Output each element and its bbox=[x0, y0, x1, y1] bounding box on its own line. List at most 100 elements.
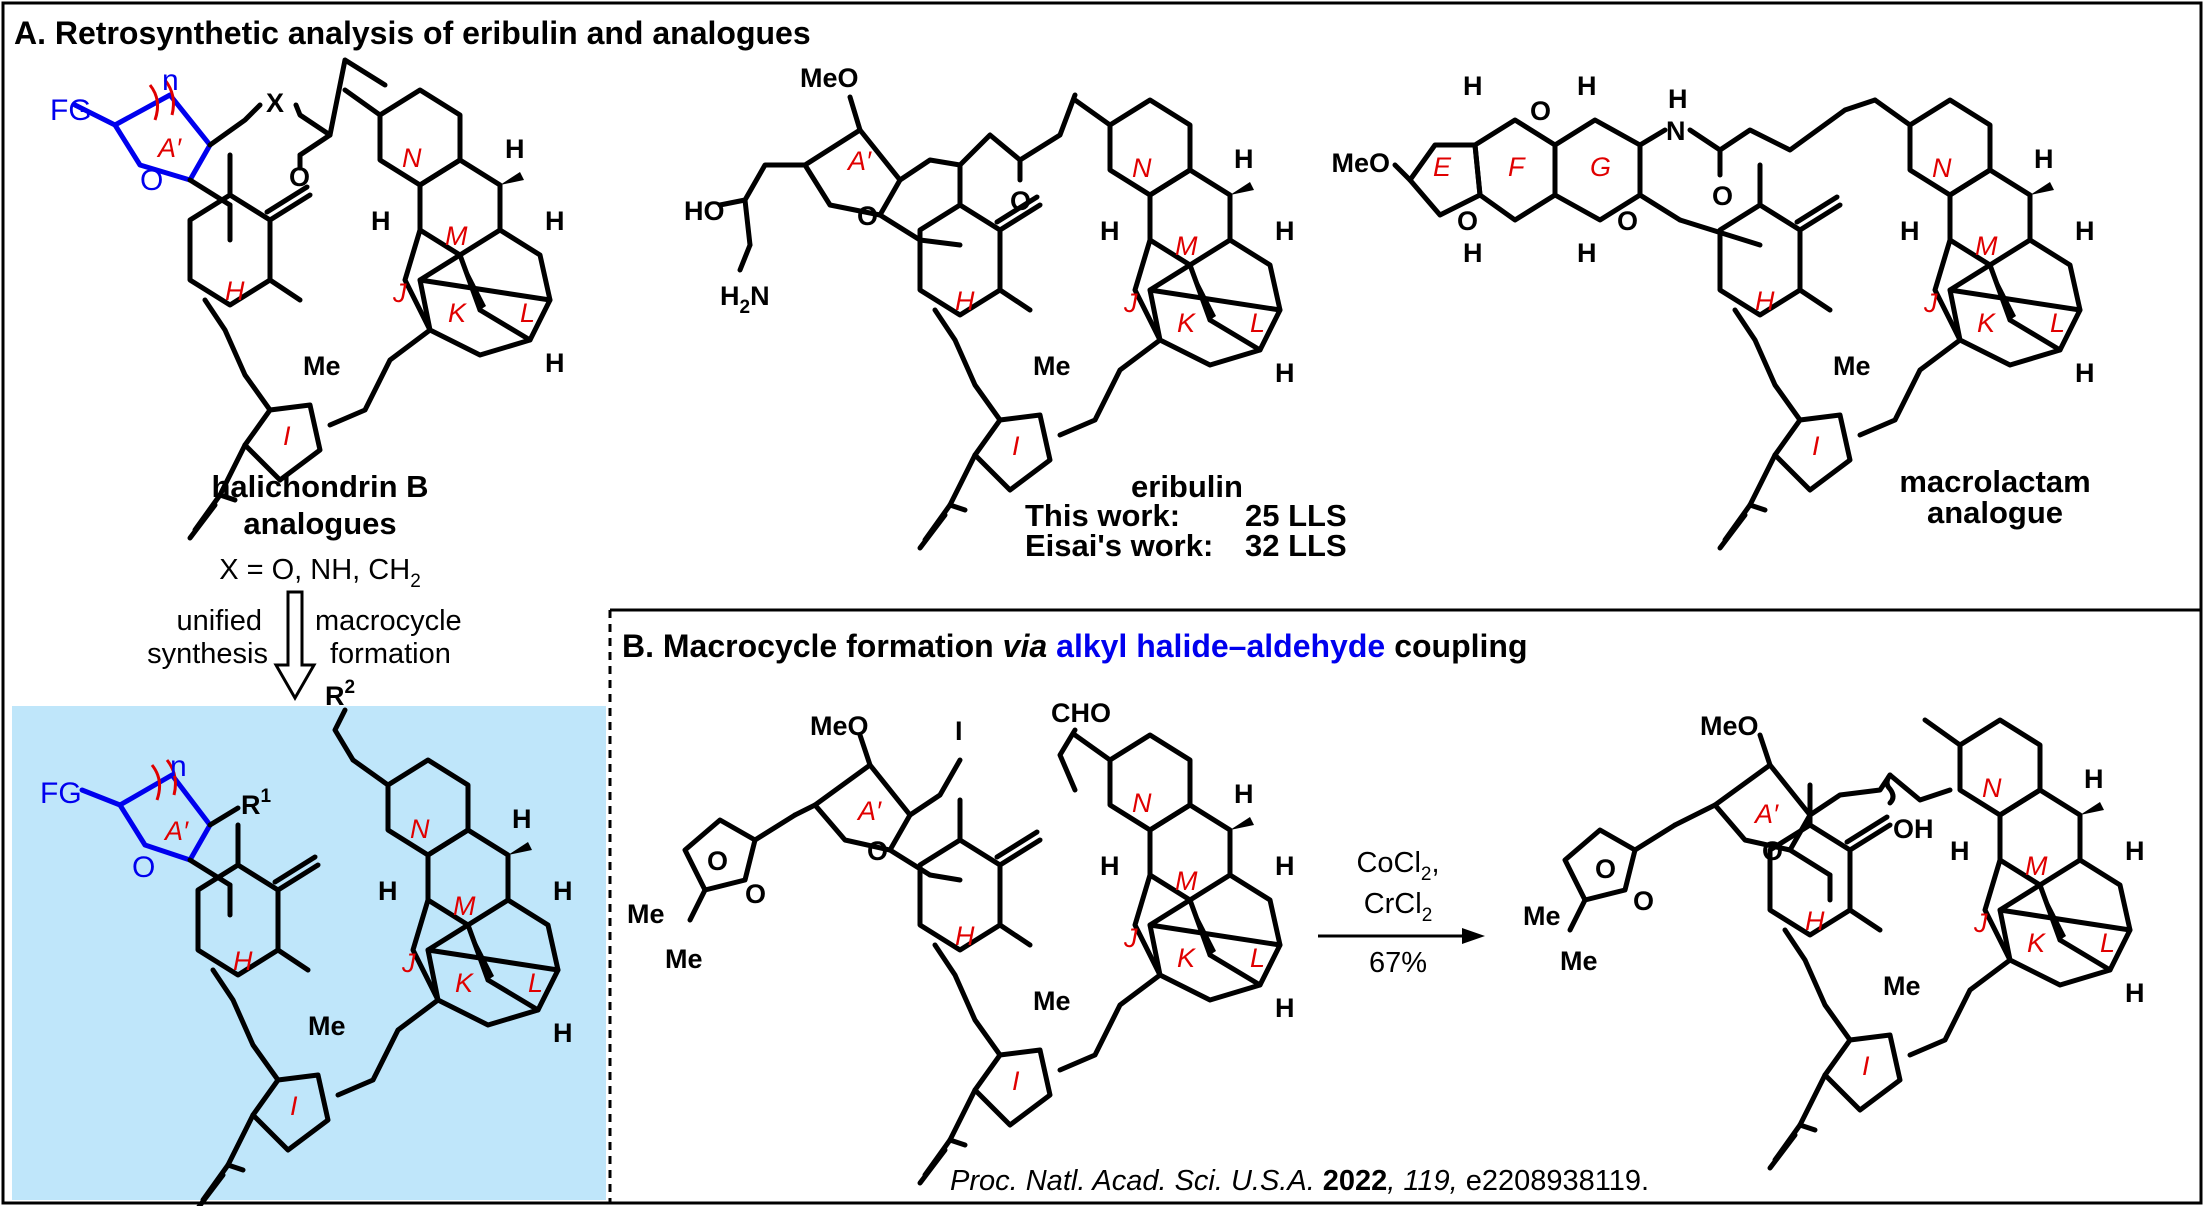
hb-h-3: H bbox=[545, 206, 565, 236]
panel-b-heading-via: via bbox=[1003, 628, 1047, 664]
int-h-2: H bbox=[378, 876, 398, 906]
eri-h-4: H bbox=[1275, 358, 1295, 388]
int-r2: R2 bbox=[325, 677, 355, 711]
hb-ring-o: O bbox=[140, 164, 163, 197]
panel-b-heading-2: coupling bbox=[1394, 628, 1527, 664]
citation: Proc. Natl. Acad. Sci. U.S.A.2022, 119,e… bbox=[950, 1165, 1649, 1197]
mac-ring-l: L bbox=[2050, 308, 2065, 338]
hb-ring-l: L bbox=[520, 298, 535, 328]
pr-ring-h: H bbox=[1805, 906, 1825, 936]
eri-h-1: H bbox=[1234, 144, 1254, 174]
mac-ring-n: N bbox=[1932, 153, 1952, 183]
eri-ring-h: H bbox=[955, 286, 975, 316]
pr-ring-n: N bbox=[1982, 773, 2002, 803]
pr-me-2: Me bbox=[1560, 946, 1598, 976]
int-h-3: H bbox=[553, 876, 573, 906]
pr-ring-i: I bbox=[1862, 1051, 1870, 1081]
int-ring-m: M bbox=[453, 891, 476, 921]
hb-x-definition: X = O, NH, CH2 bbox=[219, 554, 421, 592]
hb-ring-m: M bbox=[445, 221, 468, 251]
sm-dioxolane-o2: O bbox=[745, 879, 766, 909]
sm-ring-j: J bbox=[1123, 923, 1138, 953]
hb-h-4: H bbox=[545, 348, 565, 378]
hb-ring-n: N bbox=[402, 143, 422, 173]
int-ring-j: J bbox=[401, 948, 416, 978]
sm-h-4: H bbox=[1275, 993, 1295, 1023]
pr-ring-k: K bbox=[2027, 928, 2046, 958]
hb-ring-a: A′ bbox=[156, 133, 182, 163]
eri-ho: HO bbox=[684, 196, 725, 226]
mac-me: Me bbox=[1833, 351, 1871, 381]
hb-caption-1: halichondrin B bbox=[212, 469, 429, 504]
mac-o-1: O bbox=[1457, 206, 1478, 236]
sm-me-2: Me bbox=[665, 944, 703, 974]
citation-year: 2022 bbox=[1323, 1165, 1388, 1197]
mac-h-e1: H bbox=[1463, 71, 1483, 101]
mac-nh-h: H bbox=[1668, 84, 1688, 114]
sm-me: Me bbox=[1033, 986, 1071, 1016]
reaction-yield: 67% bbox=[1369, 947, 1427, 979]
citation-journal: Proc. Natl. Acad. Sci. U.S.A. bbox=[950, 1165, 1315, 1197]
eri-this-work-label: This work: bbox=[1025, 498, 1180, 533]
mac-ring-e: E bbox=[1433, 152, 1452, 182]
mac-ring-g: G bbox=[1590, 152, 1611, 182]
sm-ring-h: H bbox=[955, 921, 975, 951]
pr-ring-j: J bbox=[1973, 908, 1988, 938]
eri-caption: eribulin bbox=[1131, 469, 1243, 504]
mac-ring-f: F bbox=[1508, 152, 1526, 182]
hb-n-label: n bbox=[162, 64, 179, 97]
eri-eisai-label: Eisai's work: bbox=[1025, 528, 1213, 563]
reagent-crcl2: CrCl2 bbox=[1364, 888, 1433, 926]
sm-ring-n: N bbox=[1132, 788, 1152, 818]
sm-cho: CHO bbox=[1051, 698, 1111, 728]
panel-a-heading: A. Retrosynthetic analysis of eribulin a… bbox=[14, 15, 811, 51]
sm-ring-m: M bbox=[1175, 866, 1198, 896]
pr-dioxolane-o2: O bbox=[1633, 886, 1654, 916]
pr-ring-o: O bbox=[1762, 836, 1783, 866]
int-r1: R1 bbox=[241, 786, 272, 820]
panel-b-heading-1: B. Macrocycle formation bbox=[622, 628, 994, 664]
sm-iodide: I bbox=[955, 716, 963, 746]
sm-ring-o: O bbox=[867, 836, 888, 866]
arrow-left-label-2: synthesis bbox=[147, 638, 268, 670]
eri-ring-l: L bbox=[1250, 308, 1265, 338]
hb-fg-label: FG bbox=[50, 94, 92, 127]
mac-h-3: H bbox=[2075, 216, 2095, 246]
pr-dioxolane-o1: O bbox=[1595, 854, 1616, 884]
arrow-right-label-1: macrocycle bbox=[315, 605, 462, 637]
reaction-arrow bbox=[1318, 928, 1485, 944]
sm-ring-l: L bbox=[1250, 943, 1265, 973]
pr-meo: MeO bbox=[1700, 711, 1759, 741]
mac-ring-j: J bbox=[1923, 288, 1938, 318]
eri-meo: MeO bbox=[800, 63, 859, 93]
arrow-right-label-2: formation bbox=[330, 638, 451, 670]
mac-h-2: H bbox=[1900, 216, 1920, 246]
hb-h-1: H bbox=[505, 134, 525, 164]
mac-ring-i: I bbox=[1812, 431, 1820, 461]
sm-h-1: H bbox=[1234, 779, 1254, 809]
intermediate-structure: FG n A′ O R1 R2 N M J K L H I H H H H Me bbox=[40, 677, 573, 1206]
mac-h-e4: H bbox=[1577, 238, 1597, 268]
eri-this-work-value: 25 LLS bbox=[1245, 498, 1347, 533]
sm-ring-i: I bbox=[1012, 1066, 1020, 1096]
eri-h2n: H2N bbox=[720, 281, 770, 318]
eri-ring-n: N bbox=[1132, 153, 1152, 183]
starting-material-structure: MeO I CHO Me Me O O A′ O N M J K L H I H… bbox=[627, 698, 1295, 1183]
citation-article: e2208938119. bbox=[1466, 1165, 1649, 1197]
mac-carbonyl-o: O bbox=[1712, 181, 1733, 211]
eri-h-2: H bbox=[1100, 216, 1120, 246]
pr-h-2: H bbox=[1950, 836, 1970, 866]
eri-ring-i: I bbox=[1012, 431, 1020, 461]
sm-me-1: Me bbox=[627, 899, 665, 929]
mac-caption-1: macrolactam bbox=[1899, 464, 2090, 499]
eri-ring-a: A′ bbox=[846, 146, 872, 176]
pr-h-1: H bbox=[2084, 764, 2104, 794]
pr-me-1: Me bbox=[1523, 901, 1561, 931]
pr-ring-l: L bbox=[2100, 928, 2115, 958]
hb-ring-h: H bbox=[225, 276, 245, 306]
mac-ring-k: K bbox=[1977, 308, 1996, 338]
eri-carbonyl-o: O bbox=[1010, 186, 1031, 216]
intermediate-highlight bbox=[12, 706, 606, 1200]
